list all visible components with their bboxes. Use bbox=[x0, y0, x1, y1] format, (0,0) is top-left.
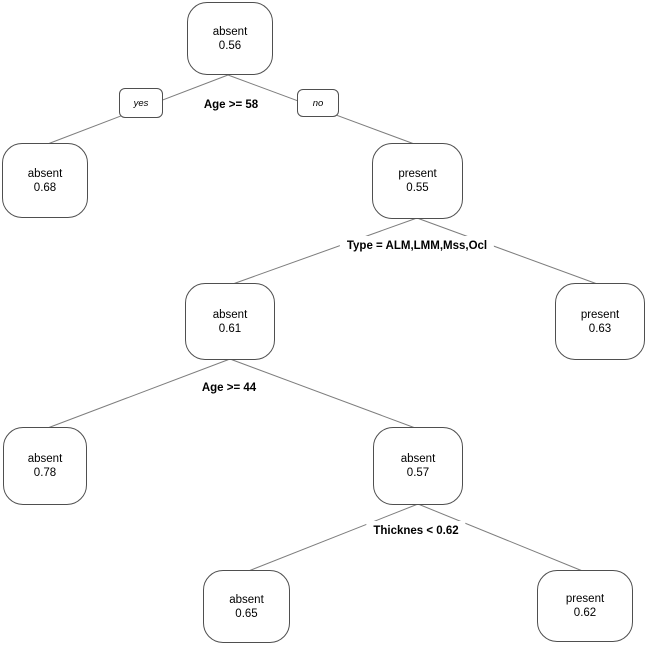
tree-node-root: absent 0.56 bbox=[187, 2, 273, 75]
node-probability: 0.68 bbox=[33, 181, 57, 194]
tree-node-present-062: present 0.62 bbox=[537, 570, 633, 642]
branch-no-label: no bbox=[297, 89, 339, 117]
branch-split4-right bbox=[417, 503, 586, 573]
node-class-label: absent bbox=[400, 453, 436, 465]
split-label-age-44: Age >= 44 bbox=[194, 378, 264, 398]
tree-node-absent-068: absent 0.68 bbox=[2, 143, 88, 218]
tree-node-absent-057: absent 0.57 bbox=[373, 427, 463, 505]
node-probability: 0.78 bbox=[33, 467, 57, 479]
split-label-type: Type = ALM,LMM,Mss,Ocl bbox=[339, 236, 495, 256]
branch-yes-label: yes bbox=[119, 88, 163, 118]
node-class-label: present bbox=[580, 308, 620, 321]
tree-node-present-063: present 0.63 bbox=[555, 283, 645, 360]
tree-node-absent-078: absent 0.78 bbox=[3, 427, 87, 505]
node-probability: 0.63 bbox=[588, 322, 612, 335]
node-probability: 0.61 bbox=[218, 322, 242, 335]
split-label-age-58: Age >= 58 bbox=[196, 95, 266, 115]
node-class-label: absent bbox=[212, 308, 248, 321]
node-class-label: absent bbox=[27, 167, 63, 180]
node-probability: 0.62 bbox=[573, 607, 597, 619]
node-probability: 0.65 bbox=[235, 607, 258, 620]
split-label-thicknes: Thicknes < 0.62 bbox=[366, 521, 466, 541]
branch-split2-right bbox=[416, 217, 601, 286]
branch-split2-left bbox=[229, 217, 418, 286]
tree-node-absent-065: absent 0.65 bbox=[203, 570, 290, 643]
node-probability: 0.57 bbox=[406, 467, 430, 479]
node-class-label: absent bbox=[27, 453, 63, 465]
node-probability: 0.55 bbox=[406, 182, 429, 194]
tree-node-present-055: present 0.55 bbox=[372, 143, 463, 219]
node-class-label: absent bbox=[212, 25, 248, 38]
branch-split3-right bbox=[229, 358, 419, 430]
node-probability: 0.56 bbox=[218, 39, 242, 52]
node-class-label: present bbox=[565, 593, 605, 605]
tree-node-absent-061: absent 0.61 bbox=[185, 283, 275, 360]
node-class-label: present bbox=[398, 168, 437, 180]
branch-split3-left bbox=[44, 358, 231, 430]
branch-split4-left bbox=[245, 503, 419, 573]
node-class-label: absent bbox=[229, 593, 264, 606]
